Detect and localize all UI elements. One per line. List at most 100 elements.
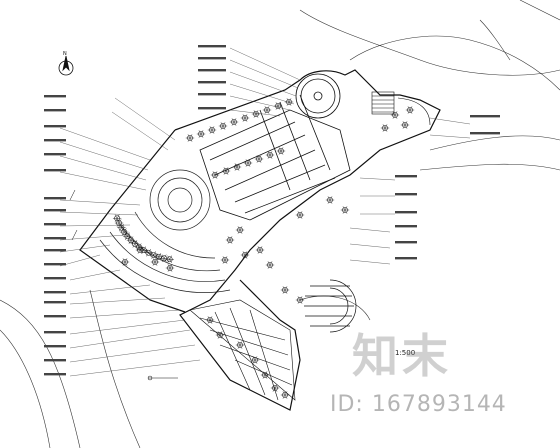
tree-icon: [130, 240, 140, 248]
annotation-label-mark: [44, 373, 66, 376]
tree-icon: [390, 111, 400, 119]
watermark-id: ID: 167893144: [330, 392, 507, 417]
tree-icon: [250, 356, 260, 364]
stair-block: [371, 91, 431, 126]
annotation-label-mark: [44, 125, 66, 128]
tree-icon: [265, 151, 275, 159]
tree-icon: [240, 251, 250, 259]
tree-icon: [207, 126, 217, 134]
annotation-label-mark: [44, 139, 66, 142]
tree-icon: [150, 258, 160, 266]
tree-icon: [276, 147, 286, 155]
tree-icon: [262, 106, 272, 114]
annotation-label-mark: [44, 331, 66, 334]
annotation-label-marks: [44, 45, 500, 376]
tree-icon: [254, 155, 264, 163]
tree-icon: [240, 114, 250, 122]
tree-icon: [210, 171, 220, 179]
tree-icon: [251, 110, 261, 118]
tree-icon: [380, 124, 390, 132]
annotation-label-mark: [198, 57, 226, 60]
annotation-label-mark: [44, 169, 66, 172]
annotation-leaders-left: [59, 97, 201, 377]
tree-icon: [295, 296, 305, 304]
tree-icon: [325, 196, 335, 204]
site-outline: [79, 69, 441, 411]
tree-icon: [243, 159, 253, 167]
annotation-label-mark: [44, 277, 66, 280]
plaza-arcs: [99, 169, 231, 293]
annotation-label-mark: [44, 223, 66, 226]
tree-icon: [135, 246, 145, 254]
annotation-label-mark: [470, 115, 500, 118]
tree-icon: [165, 264, 175, 272]
section-markers: [69, 189, 178, 381]
tree-icon: [255, 246, 265, 254]
tree-icon: [144, 248, 153, 257]
annotation-label-mark: [395, 211, 417, 214]
tree-icon: [149, 251, 158, 259]
tree-icon: [232, 163, 242, 171]
annotation-label-mark: [44, 249, 66, 252]
tree-icon: [154, 253, 163, 261]
tree-icon: [295, 211, 305, 219]
annotation-label-mark: [44, 209, 66, 212]
annotation-leaders-right: [229, 47, 471, 265]
annotation-label-mark: [44, 95, 66, 98]
tree-icon: [165, 255, 174, 264]
tree-icon: [400, 121, 410, 129]
annotation-label-mark: [44, 109, 66, 112]
annotation-label-mark: [198, 69, 226, 72]
watermark-logo: 知末: [352, 329, 452, 383]
annotation-label-mark: [44, 359, 66, 362]
annotation-label-mark: [44, 345, 66, 348]
tree-icon: [205, 316, 215, 324]
building-main: [199, 94, 351, 221]
annotation-label-mark: [395, 225, 417, 228]
north-arrow-icon: N: [58, 51, 74, 76]
scale-label: 1:500: [395, 349, 416, 357]
annotation-label-mark: [44, 291, 66, 294]
annotation-label-mark: [44, 197, 66, 200]
tree-icon: [280, 286, 290, 294]
tree-icon: [126, 236, 136, 244]
tree-icon: [112, 214, 122, 222]
tree-icon: [159, 254, 169, 263]
annotation-label-mark: [44, 301, 66, 304]
tree-icon: [340, 206, 350, 214]
tree-icon: [260, 371, 270, 379]
tree-icon: [123, 232, 132, 241]
tree-icon: [215, 331, 225, 339]
tree-icon: [273, 102, 283, 110]
annotation-label-mark: [395, 257, 417, 260]
tree-icon: [405, 106, 415, 114]
annotation-label-mark: [44, 237, 66, 240]
tree-icon: [218, 122, 228, 130]
tree-icon: [265, 261, 275, 269]
annotation-label-mark: [198, 81, 226, 84]
tree-icon: [185, 134, 195, 142]
tree-icon: [280, 391, 290, 399]
tree-icon: [120, 258, 130, 266]
lower-round-structure: [304, 279, 357, 333]
annotation-label-mark: [44, 263, 66, 266]
annotation-label-mark: [395, 175, 417, 178]
annotation-label-mark: [198, 45, 226, 48]
tree-icon: [270, 384, 280, 392]
tree-icon: [235, 341, 245, 349]
annotation-label-mark: [44, 315, 66, 318]
annotation-label-mark: [44, 153, 66, 156]
tree-icon: [284, 98, 294, 106]
annotation-label-mark: [198, 107, 226, 110]
tree-icon: [196, 130, 206, 138]
tree-symbols: [112, 98, 415, 399]
tree-icon: [221, 167, 231, 175]
north-label: N: [63, 51, 67, 57]
tree-icon: [225, 236, 235, 244]
annotation-label-mark: [395, 193, 417, 196]
annotation-label-mark: [395, 241, 417, 244]
tree-icon: [220, 256, 230, 264]
